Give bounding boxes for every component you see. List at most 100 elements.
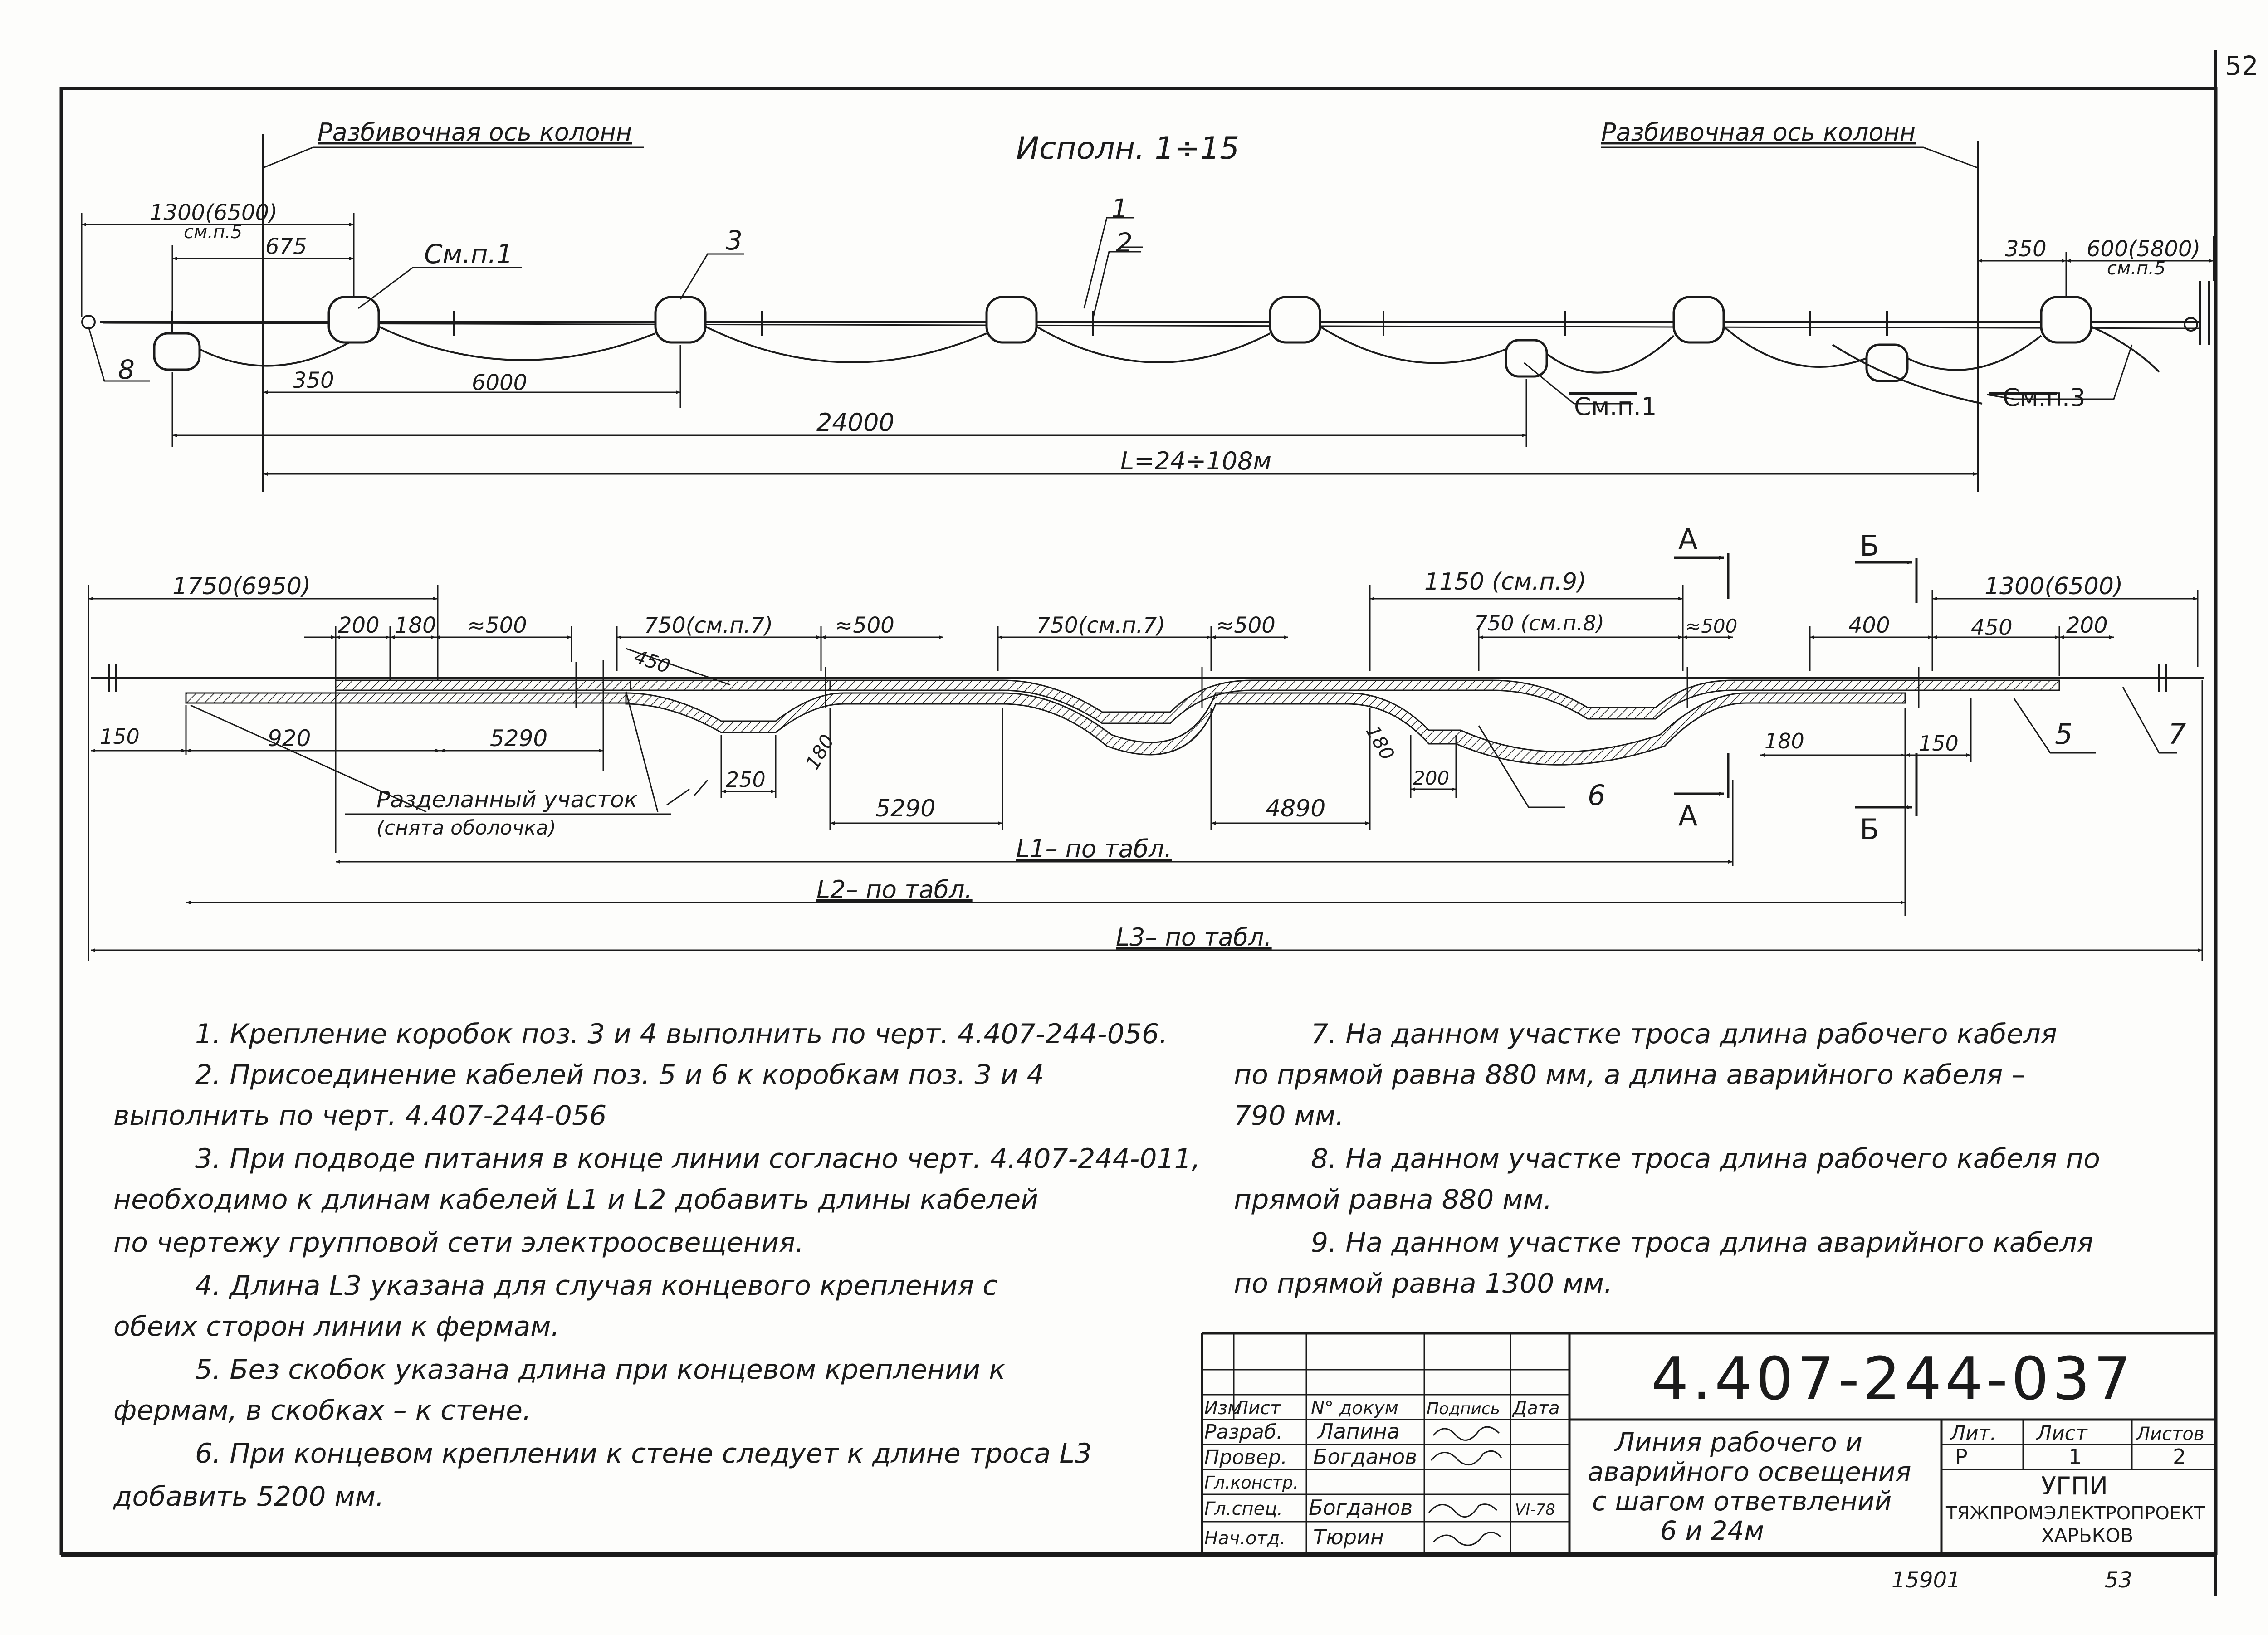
hdr-date: Дата (1512, 1398, 1560, 1419)
note-5: 5. Без скобок указана длина при концевом… (195, 1354, 1005, 1386)
dim-150-b: 150 (1919, 731, 1959, 756)
dim-5290-a: 5290 (490, 725, 547, 752)
note-9: 9. На данном участке троса длина аварийн… (1311, 1227, 2093, 1259)
top-dims (81, 213, 2214, 476)
dim-left-total: 1300(6500) (150, 200, 278, 225)
pos6-label: 6 (1588, 779, 1605, 812)
title-line-1: Линия рабочего и (1614, 1427, 1862, 1458)
note-3-cont: необходимо к длинам кабелей L1 и L2 доба… (113, 1184, 1038, 1215)
dim-4890: 4890 (1266, 795, 1325, 822)
dim-500-d: ≈500 (1685, 615, 1737, 637)
dim-350-left: 350 (293, 368, 334, 393)
stripped-marks (575, 660, 1920, 708)
page-mark: 52 (2225, 50, 2258, 81)
dim-180-d: 180 (1765, 729, 1804, 753)
cable-sags (199, 326, 2160, 405)
note-9-cont: по прямой равна 1300 мм. (1234, 1268, 1613, 1299)
hdr-izm: Изм (1204, 1398, 1241, 1419)
dim-right-total: 600(5800) (2087, 236, 2200, 262)
note-7-cont2: 790 мм. (1234, 1100, 1344, 1132)
name-glspec: Богданов (1309, 1495, 1413, 1520)
pos5-label: 5 (2055, 717, 2072, 751)
note-1: 1. Крепление коробок поз. 3 и 4 выполнит… (195, 1018, 1168, 1050)
sheet-label: Лист (2036, 1422, 2088, 1445)
sheets-value: 2 (2173, 1445, 2186, 1469)
title-line-4: 6 и 24м (1660, 1515, 1764, 1546)
dim-1750: 1750(6950) (172, 573, 311, 600)
dim-675: 675 (265, 234, 307, 259)
callout-pos3: 3 (726, 225, 743, 256)
dim-180-c: 180 (1361, 722, 1399, 764)
lit-label: Лит. (1950, 1422, 1996, 1445)
hdr-doc: N° докум (1311, 1398, 1398, 1419)
role-razrab: Разраб. (1204, 1420, 1283, 1444)
bottom-number-2: 53 (2105, 1567, 2132, 1593)
dim-left-ref: см.п.5 (184, 222, 242, 243)
callout-see3: См.п.3 (2003, 383, 2085, 412)
dim-500-b: ≈500 (835, 613, 894, 638)
dim-500-a: ≈500 (467, 613, 527, 638)
dim-200-c: 200 (1413, 767, 1449, 789)
dim-180-a: 180 (395, 613, 436, 638)
L3-label: L3– по табл. (1116, 923, 1272, 952)
sheet-frame (59, 50, 2218, 1596)
dim-450-a: 450 (631, 645, 673, 678)
dim-right-ref: см.п.5 (2107, 258, 2165, 279)
note-8: 8. На данном участке троса длина рабочег… (1311, 1143, 2100, 1175)
dim-750-b: 750(см.п.7) (1036, 613, 1165, 638)
dim-6000: 6000 (472, 370, 527, 395)
org-line-2: ТЯЖПРОМЭЛЕКТРОПРОЕКТ (1945, 1503, 2205, 1524)
title-line-3: с шагом ответвлений (1592, 1486, 1892, 1517)
dim-5290-b: 5290 (875, 795, 935, 822)
dim-180-b: 180 (801, 731, 839, 773)
dim-250: 250 (726, 767, 766, 792)
dim-150-a: 150 (100, 724, 140, 749)
dim-500-c: ≈500 (1216, 613, 1276, 638)
lit-value: Р (1955, 1445, 1968, 1469)
role-prover: Провер. (1204, 1446, 1287, 1469)
org-line-1: УГПИ (2041, 1472, 2108, 1500)
dim-750-c: 750 (см.п.8) (1474, 611, 1604, 635)
title-block: Изм Лист N° докум Подпись Дата Разраб. П… (1201, 1332, 2216, 1553)
L2-label: L2– по табл. (816, 875, 973, 904)
stripped-note: (снята оболочка) (376, 816, 556, 839)
dim-200-a: 200 (338, 613, 380, 638)
dim-450-b: 450 (1971, 615, 2013, 640)
bottom-view: А А Б Б (88, 522, 2204, 961)
title-line-2: аварийного освещения (1588, 1456, 1911, 1487)
dim-350-right: 350 (2005, 236, 2047, 262)
callout-pos2: 2 (1116, 227, 1133, 258)
bottom-lower-dims (91, 680, 2203, 961)
note-5-cont: фермам, в скобках – к стене. (113, 1395, 531, 1426)
callout-see1-left: См.п.1 (424, 239, 513, 269)
callout-pos1: 1 (1111, 193, 1128, 224)
role-nachotd: Нач.отд. (1204, 1528, 1286, 1549)
bottom-number-1: 15901 (1892, 1567, 1961, 1593)
name-prover: Богданов (1313, 1445, 1417, 1469)
dim-200-b: 200 (2066, 613, 2108, 638)
note-6: 6. При концевом креплении к стене следуе… (195, 1438, 1092, 1469)
pos7-label: 7 (2168, 717, 2186, 751)
bottom-upper-dims (88, 585, 2199, 961)
section-A-bottom: А (1678, 799, 1697, 832)
axis-right-label: Разбивочная ось колонн (1601, 118, 1916, 146)
note-3-cont2: по чертежу групповой сети электроосвещен… (113, 1227, 804, 1259)
dim-1150: 1150 (см.п.9) (1424, 568, 1586, 595)
name-razrab: Лапина (1317, 1419, 1400, 1444)
role-glkonstr: Гл.констр. (1204, 1473, 1299, 1493)
signatures (1428, 1426, 1502, 1546)
dim-24000: 24000 (816, 408, 894, 437)
doc-number: 4.407-244-037 (1651, 1344, 2135, 1413)
hdr-sign: Подпись (1427, 1400, 1500, 1418)
top-callouts (88, 217, 2133, 405)
note-2-cont: выполнить по черт. 4.407-244-056 (113, 1100, 606, 1132)
callout-pos8: 8 (118, 354, 135, 385)
axis-left-label: Разбивочная ось колонн (318, 118, 632, 146)
stripped-label: Разделанный участок (376, 786, 638, 813)
org-line-3: ХАРЬКОВ (2041, 1524, 2133, 1547)
dim-750-a: 750(см.п.7) (644, 613, 773, 638)
note-3: 3. При подводе питания в конце линии сог… (195, 1143, 1200, 1175)
hdr-list: Лист (1234, 1398, 1281, 1419)
